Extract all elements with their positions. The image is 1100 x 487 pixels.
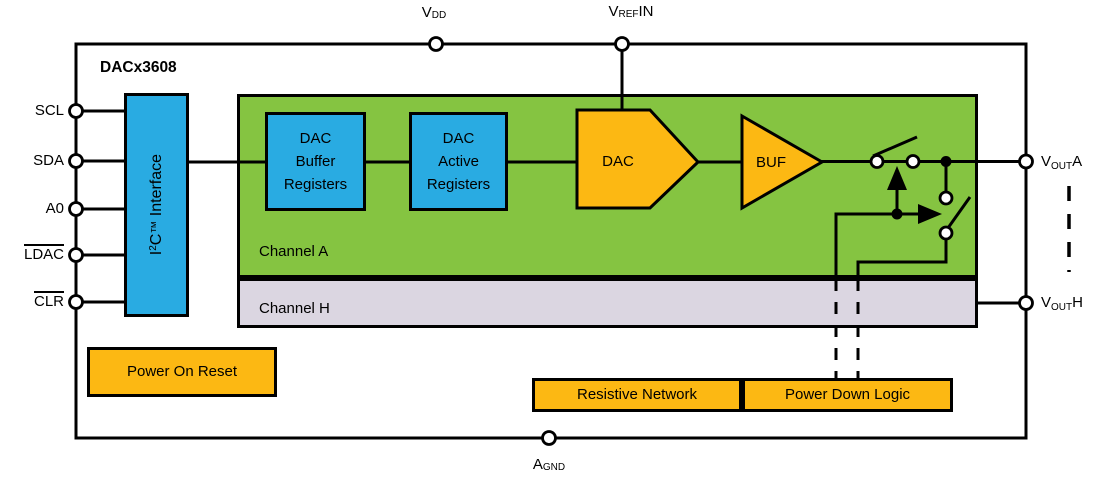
channel-h-block (237, 278, 978, 328)
channel-h-label: Channel H (259, 300, 330, 317)
sda-pin-label: SDA (33, 152, 64, 169)
ldac-pin-label: LDAC (23, 244, 64, 263)
vouth-pin (1018, 295, 1034, 311)
power-on-reset-block (87, 347, 277, 397)
power-on-reset-label: Power On Reset (126, 363, 238, 380)
a0-pin-label: A0 (45, 200, 64, 217)
sda-pin (68, 153, 84, 169)
i2c-interface-label: I2C™ Interface (147, 154, 165, 256)
resistive-network-block (532, 378, 742, 412)
vouth-pin-label: VOUTH (1041, 294, 1083, 313)
switch1-terminal (905, 154, 921, 169)
a0-pin (68, 201, 84, 217)
power-down-logic-label: Power Down Logic (784, 386, 911, 403)
dac-active-registers-label: DAC Active Registers (426, 130, 491, 193)
right-arrow-icon (918, 204, 942, 224)
dac-buffer-registers-label: DAC Buffer Registers (283, 130, 348, 193)
scl-pin (68, 103, 84, 119)
i2c-interface-block (124, 93, 189, 317)
clr-pin (68, 294, 84, 310)
switch2-blade (946, 196, 972, 229)
chip-title: DACx3608 (100, 59, 177, 76)
buf-amplifier-shape (740, 113, 826, 211)
agnd-pin (541, 430, 557, 446)
channel-a-label: Channel A (259, 243, 329, 260)
dac-buffer-registers-block (265, 112, 366, 211)
switch2-terminal (938, 225, 954, 241)
dac-shape (575, 108, 701, 210)
resistive-network-label: Resistive Network (576, 386, 698, 403)
power-down-logic-block (742, 378, 953, 412)
buf-label: BUF (756, 154, 786, 171)
switch1-blade (872, 135, 918, 158)
switch2-bottom-wire (856, 238, 948, 279)
dac-label: DAC (602, 153, 634, 170)
clr-pin-label: CLR (33, 291, 64, 310)
switch1-terminal (869, 154, 885, 169)
vouta-pin-label: VOUTA (1041, 153, 1083, 172)
up-arrow-icon (887, 166, 907, 190)
junction-dot (940, 156, 952, 167)
ldac-pin (68, 247, 84, 263)
scl-pin-label: SCL (34, 102, 64, 119)
powerdown-control-wire (834, 212, 918, 279)
vrefin-pin (614, 36, 630, 52)
junction-dot (891, 208, 903, 220)
vouta-pin (1018, 153, 1034, 170)
vdd-pin (428, 36, 444, 52)
switch2-terminal (938, 190, 954, 206)
